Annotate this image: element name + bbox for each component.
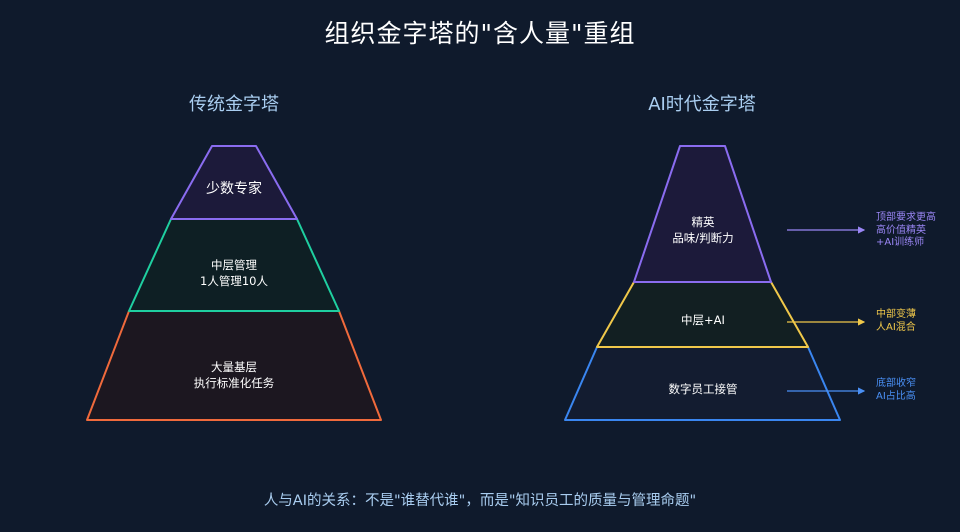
- traditional-base-label: 大量基层 执行标准化任务: [193, 360, 275, 390]
- ai-base-note: 底部收窄 AI占比高: [876, 378, 916, 402]
- traditional-top-label: 少数专家: [206, 181, 262, 197]
- ai-middle-note: 中部变薄 人AI混合: [876, 309, 916, 333]
- ai-pyramid-heading: AI时代金字塔: [648, 94, 756, 115]
- ai-top-label: 精英 品味/判断力: [672, 215, 734, 245]
- ai-middle-label: 中层+AI: [681, 313, 725, 327]
- traditional-middle-label: 中层管理 1人管理10人: [200, 258, 268, 288]
- ai-base-label: 数字员工接管: [668, 382, 738, 396]
- footer-caption: 人与AI的关系：不是"谁替代谁"，而是"知识员工的质量与管理命题": [263, 493, 697, 509]
- traditional-layer-top: [170, 145, 298, 220]
- traditional-pyramid-heading: 传统金字塔: [189, 94, 279, 115]
- page-title: 组织金字塔的"含人量"重组: [324, 19, 636, 48]
- ai-top-note: 顶部要求更高 高价值精英 +AI训练师: [876, 212, 936, 248]
- ai-layer-top: [633, 145, 772, 283]
